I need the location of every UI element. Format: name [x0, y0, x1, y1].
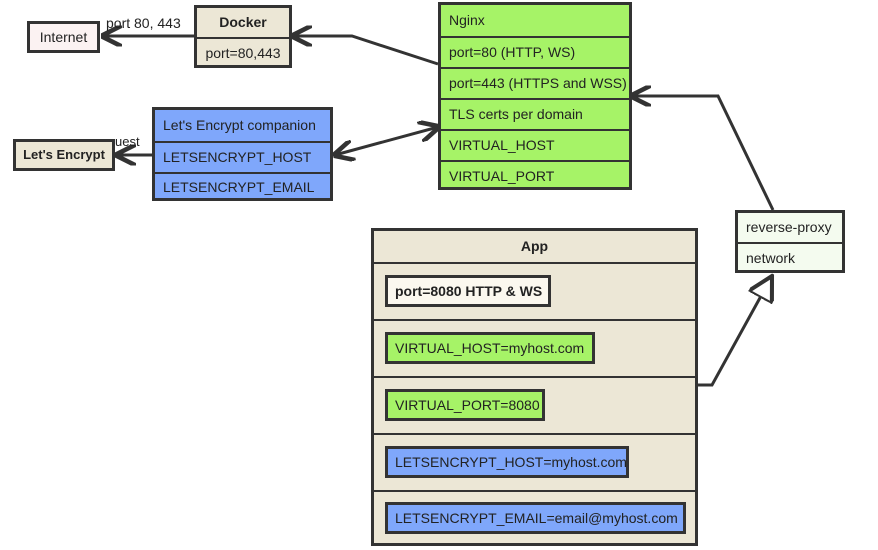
app-row-virtual-port: VIRTUAL_PORT=8080 [385, 389, 545, 421]
app-section-virtual-port: VIRTUAL_PORT=8080 [374, 376, 695, 433]
companion-node: Let's Encrypt companion LETSENCRYPT_HOST… [152, 107, 333, 201]
companion-row-host: LETSENCRYPT_HOST [155, 141, 330, 172]
app-row-le-email: LETSENCRYPT_EMAIL=email@myhost.com [385, 502, 686, 534]
app-section-port: port=8080 HTTP & WS [374, 262, 695, 319]
network-to-nginx-arrow [632, 96, 775, 211]
app-section-virtual-host: VIRTUAL_HOST=myhost.com [374, 319, 695, 376]
app-row-virtual-host: VIRTUAL_HOST=myhost.com [385, 332, 595, 364]
network-title: reverse-proxy [746, 219, 832, 235]
app-to-network-arrow [697, 276, 772, 387]
internet-node: Internet [27, 21, 100, 53]
nginx-row-virtual-port: VIRTUAL_PORT [441, 160, 629, 189]
companion-row-email: LETSENCRYPT_EMAIL [155, 172, 330, 198]
app-title: App [520, 238, 549, 254]
internet-link-label: port 80, 443 [106, 15, 181, 31]
docker-title: Docker [219, 14, 267, 30]
app-row-port: port=8080 HTTP & WS [385, 275, 551, 307]
docker-node: Docker port=80,443 [194, 5, 292, 68]
nginx-companion-arrow [335, 127, 438, 155]
app-section-le-email: LETSENCRYPT_EMAIL=email@myhost.com [374, 490, 695, 543]
internet-label: Internet [39, 29, 88, 45]
app-row-le-host: LETSENCRYPT_HOST=myhost.com [385, 446, 629, 478]
network-subtitle: network [738, 242, 842, 271]
docker-port: port=80,443 [197, 37, 289, 66]
nginx-to-docker-arrow [293, 36, 439, 66]
nginx-row-virtual-host: VIRTUAL_HOST [441, 129, 629, 160]
app-section-le-host: LETSENCRYPT_HOST=myhost.com [374, 433, 695, 490]
nginx-node: Nginx port=80 (HTTP, WS) port=443 (HTTPS… [438, 2, 632, 190]
network-node: reverse-proxy network [735, 210, 845, 273]
letsencrypt-node: Let's Encrypt [13, 139, 115, 171]
app-node: App port=8080 HTTP & WS VIRTUAL_HOST=myh… [371, 228, 698, 546]
letsencrypt-link-label: uest [115, 134, 140, 149]
nginx-row-tls: TLS certs per domain [441, 98, 629, 129]
nginx-row-port80: port=80 (HTTP, WS) [441, 36, 629, 67]
nginx-row-port443: port=443 (HTTPS and WSS) [441, 67, 629, 98]
companion-title: Let's Encrypt companion [163, 117, 316, 133]
letsencrypt-label: Let's Encrypt [23, 147, 105, 162]
nginx-title: Nginx [449, 12, 485, 28]
